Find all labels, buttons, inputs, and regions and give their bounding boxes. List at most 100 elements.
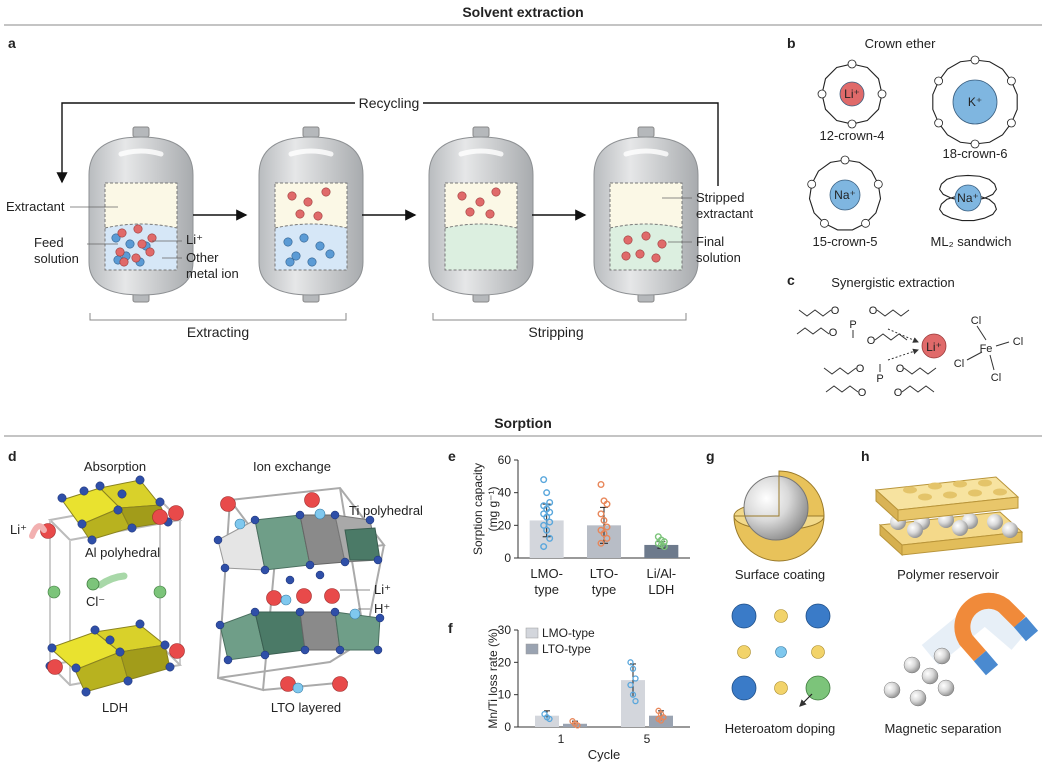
li-ion-dot: [303, 197, 313, 207]
section-title-solvent-extraction: Solvent extraction: [462, 4, 583, 20]
magnet-illustration: [883, 592, 1039, 707]
data-point: [629, 691, 637, 698]
li-ion-sphere: [324, 588, 340, 604]
host-atom: [805, 603, 831, 629]
li-ion-dot: [485, 209, 495, 219]
lto-layered-label: LTO layered: [271, 700, 341, 715]
cl-trail: [96, 572, 128, 589]
core-shell-particle: [733, 470, 825, 562]
data-point: [546, 508, 554, 516]
oxygen-atom: [87, 535, 97, 545]
y-tick-label: 40: [498, 486, 512, 500]
x-tick-label-line: LDH: [648, 582, 674, 597]
y-tick-label: 60: [498, 453, 512, 467]
crown-ether: Li⁺: [817, 59, 887, 129]
crown-ether-structures: Li⁺K⁺Na⁺Na⁺: [807, 55, 1018, 231]
x-tick-label-line: type: [592, 582, 617, 597]
data-point: [603, 523, 611, 531]
oxygen-atom: [330, 510, 340, 520]
oxygen-atom: [115, 647, 125, 657]
oxygen-atom: [807, 179, 817, 189]
butyl-chain: [876, 309, 910, 317]
legend-label: LTO-type: [542, 642, 591, 656]
x-tick-label-line: LMO-: [530, 566, 563, 581]
oxygen-atom: [223, 655, 233, 665]
oxygen-atom: [135, 475, 145, 485]
aqueous-phase: [444, 223, 518, 271]
center-atom: [775, 646, 787, 658]
surface-coating-label: Surface coating: [735, 567, 825, 582]
li-ion-dot: [651, 253, 661, 263]
oxygen-atom: [123, 676, 133, 686]
li-ion-sphere: [332, 676, 348, 692]
oxygen-atom: [295, 607, 305, 617]
final-solution-line: Final: [696, 234, 724, 249]
li-ion-dot: [131, 253, 141, 263]
crown-ether: Na⁺: [807, 155, 883, 231]
y-tick-label: 0: [504, 720, 511, 734]
oxygen-atom: [213, 535, 223, 545]
li-ion-dot: [115, 247, 125, 257]
oxygen-atom: O: [869, 305, 878, 317]
oxygen-atom: [135, 619, 145, 629]
h-ion-sphere: [349, 608, 361, 620]
stripping-label: Stripping: [528, 324, 583, 340]
y-axis-label: Mn/Ti loss rate (%): [486, 628, 500, 728]
panel-b: b Crown ether Li⁺K⁺Na⁺Na⁺ 12-crown-4 18-…: [787, 35, 1018, 249]
metal-ion-dot: [291, 251, 301, 261]
tank-highlight: [458, 148, 504, 157]
oxygen-atom: [335, 645, 345, 655]
absorption-title: Absorption: [84, 459, 146, 474]
x-tick-label-line: LTO-: [590, 566, 618, 581]
extracting-bracket: [89, 313, 347, 321]
data-point: [627, 681, 634, 689]
tank-cap: [302, 126, 320, 138]
oxygen-atom: [375, 613, 385, 623]
x-tick-label: Li/Al-LDH: [647, 566, 677, 597]
lto-atoms: [213, 492, 385, 694]
polymer-reservoir-label: Polymer reservoir: [897, 567, 1000, 582]
y-tick-label: 20: [498, 655, 512, 669]
crown-ion-sphere: [839, 81, 865, 107]
oxygen-atom: [1006, 76, 1016, 86]
h-ion-sphere: [280, 594, 292, 606]
oxygen-atom: O: [858, 387, 867, 399]
bar: [535, 715, 559, 727]
organic-phase: [274, 182, 348, 229]
oxygen-atom: O: [867, 335, 876, 347]
li-ion-text: Li⁺: [926, 340, 942, 354]
x-axis-label: Cycle: [588, 747, 621, 762]
extracting-label: Extracting: [187, 324, 249, 340]
oxygen-atom: [165, 662, 175, 672]
lattice-atom: [811, 645, 825, 659]
oxygen-atom: [260, 650, 270, 660]
ion-exchange-title: Ion exchange: [253, 459, 331, 474]
butyl-chain: [901, 385, 935, 393]
cl-ion-sphere: [153, 585, 167, 599]
panel-letter-e: e: [448, 448, 456, 464]
oxygen-atom: [71, 663, 81, 673]
stripping-bracket: [432, 313, 687, 321]
h-ion-label: H⁺: [374, 601, 390, 616]
panel-letter-h: h: [861, 448, 870, 464]
data-point: [597, 539, 605, 547]
oxygen-atom: [285, 575, 295, 585]
oxygen-atom: [113, 505, 123, 515]
oxygen-atom: [934, 118, 944, 128]
other-metal-line: metal ion: [186, 266, 239, 281]
crown-ion-label: K⁺: [968, 95, 982, 109]
polymer-reservoir-illustration: [874, 476, 1024, 557]
oxygen-atom: [315, 570, 325, 580]
x-tick-label: LTO-type: [590, 566, 618, 597]
extractant-label: Extractant: [6, 199, 65, 214]
tank-cap: [472, 126, 490, 138]
